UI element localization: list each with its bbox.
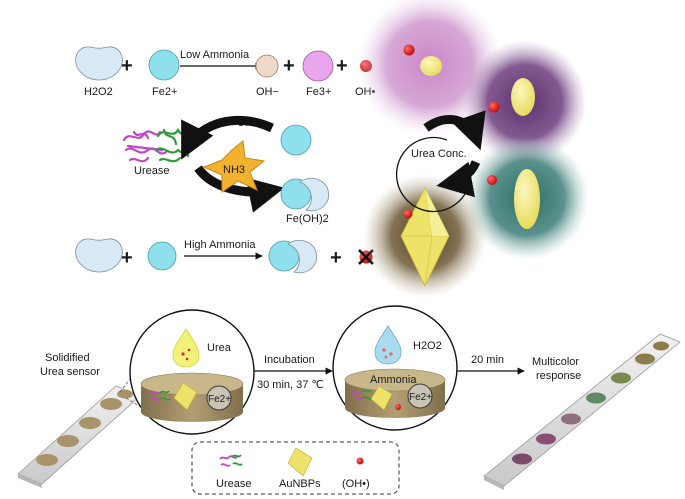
h2o2-drop-label: H2O2	[413, 340, 442, 352]
fe2-label: Fe2+	[152, 86, 177, 98]
hydroxide-ion-icon	[255, 54, 279, 78]
fe2-label: Fe2+	[409, 392, 432, 403]
h2o2-label: H2O2	[84, 86, 113, 98]
h2o2-icon	[75, 46, 123, 81]
iron-hydroxide-label: Fe(OH)2	[286, 213, 329, 225]
urease-cycle: Urease Urea NH3 Fe(OH)2	[122, 115, 330, 225]
legend-urease-label: Urease	[216, 478, 251, 490]
ammonia-label: NH3	[223, 164, 245, 176]
plus-sign: +	[336, 55, 348, 77]
urea-drop-icon	[172, 328, 200, 368]
multicolor-response-strip	[483, 333, 681, 490]
urea-concentration-label: Urea Conc.	[411, 148, 467, 160]
curved-arrow-bottom	[194, 165, 285, 213]
strip-label-line1: Solidified	[45, 352, 90, 364]
fe2-ion-icon	[148, 49, 180, 81]
hydroxyl-radical-icon	[395, 404, 401, 410]
fe2-ion-icon	[407, 383, 433, 409]
fe3-label: Fe3+	[306, 86, 331, 98]
h2o2-drop-icon	[374, 325, 402, 365]
plus-sign: +	[121, 55, 133, 77]
fe3-ion-icon	[302, 50, 334, 82]
time-label: 20 min	[471, 354, 504, 366]
hydroxyl-radical-icon	[356, 457, 364, 465]
urease-label: Urease	[134, 165, 169, 177]
nanoparticle-color-cycle: Urea Conc.	[358, 0, 589, 298]
fe2-ion-icon	[206, 385, 232, 411]
plus-sign: +	[283, 55, 295, 77]
legend: Urease AuNBPs (OH•)	[191, 441, 400, 495]
gold-nanobipyramid-icon	[370, 385, 393, 411]
iron-hydroxide-icon	[268, 239, 318, 274]
fe2-label: Fe2+	[208, 394, 231, 405]
fe2-ion-icon	[280, 124, 312, 156]
cycle-arrow-bottom	[436, 159, 481, 198]
sensor-zoom-before: Urea Fe2+	[129, 309, 255, 435]
high-ammonia-label: High Ammonia	[184, 239, 256, 251]
nanoparticle-teal	[465, 136, 589, 260]
ammonia-star-icon	[202, 140, 266, 193]
iron-hydroxide-icon	[280, 177, 330, 212]
low-ammonia-label: Low Ammonia	[180, 49, 250, 61]
legend-aunbps-label: AuNBPs	[279, 478, 321, 490]
plus-sign: +	[121, 247, 133, 269]
urease-enzyme-icon	[122, 127, 190, 163]
gold-nanobipyramid-icon	[173, 382, 198, 411]
cycle-arrow-top	[423, 110, 486, 151]
urea-drop-label: Urea	[207, 342, 232, 354]
nanoparticle-purple	[463, 40, 587, 164]
h2o2-icon	[75, 238, 123, 273]
legend-radical-label: (OH•)	[342, 478, 370, 490]
sensor-zoom-after: H2O2 Ammonia Fe2+	[332, 305, 458, 431]
zoom-line	[125, 397, 147, 411]
gold-nanobipyramid-icon	[287, 447, 313, 477]
response-label-line2: response	[536, 370, 581, 382]
high-ammonia-reaction: + High Ammonia +	[75, 238, 374, 274]
urea-concentration-cycle: Urea Conc.	[395, 110, 486, 213]
low-ammonia-reaction: H2O2 + Fe2+ Low Ammonia OH− + Fe3+ + OH•	[75, 46, 376, 98]
fe2-ion-icon	[147, 241, 177, 271]
ammonia-sensor-label: Ammonia	[370, 374, 417, 386]
strip-label-line2: Urea sensor	[40, 366, 100, 378]
hydroxide-label: OH−	[256, 86, 279, 98]
nanoparticle-brown	[363, 174, 487, 298]
incubation-condition: 30 min, 37 ℃	[257, 379, 324, 391]
curved-arrow-top	[181, 115, 274, 160]
sensor-workflow: Solidified Urea sensor Urea Fe2+ Incubat	[17, 305, 681, 495]
plus-sign: +	[330, 247, 342, 269]
solidified-sensor-strip	[17, 385, 141, 488]
response-label-line1: Multicolor	[532, 356, 579, 368]
urease-enzyme-icon	[219, 454, 243, 467]
incubation-label: Incubation	[264, 354, 315, 366]
urease-enzyme-icon	[149, 390, 171, 401]
